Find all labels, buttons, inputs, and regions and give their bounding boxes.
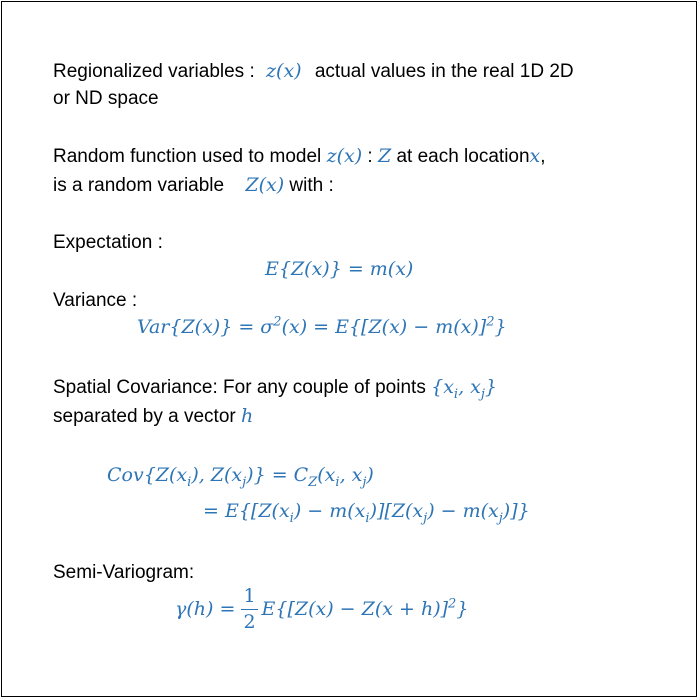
covariance-points-mid: , x [458, 376, 481, 398]
cov-eq2-i: i [289, 510, 294, 526]
semivariogram-fraction: 1 2 [241, 586, 258, 633]
cov-eq1-b: ), Z(x [191, 464, 243, 486]
random-function-comma: , [540, 146, 546, 167]
semivariogram-sup: 2 [448, 596, 457, 612]
semivariogram-equation: γ(h) = 1 2 E{[Z(x) − Z(x + h)]2} [175, 586, 468, 633]
variance-end: } [494, 316, 507, 338]
cov-eq1-z: Z [308, 474, 318, 490]
cov-eq1-i: i [187, 474, 192, 490]
expectation-equation: E{Z(x)} = m(x) [265, 258, 414, 280]
regionalized-line-2: or ND space [53, 88, 159, 109]
semivariogram-rhs: E{[Z(x) − Z(x + h)] [261, 597, 449, 620]
expectation-label: Expectation : [53, 232, 163, 253]
covariance-vector-text: separated by a vector [53, 406, 236, 427]
cov-eq1-c: )} = C [246, 464, 309, 486]
random-function-text-3: is a random variable [53, 175, 225, 196]
covariance-points: {xi, xj} [431, 376, 498, 401]
cov-eq1-i2: i [335, 474, 340, 490]
covariance-points-open: {x [431, 376, 454, 398]
semivariogram-denominator: 2 [243, 610, 256, 633]
cov-eq1-d: (x [317, 464, 336, 486]
regionalized-label: Regionalized variables : [53, 61, 255, 82]
random-function-line-2: is a random variable Z(x) with : [53, 174, 334, 196]
variance-label: Variance : [53, 290, 138, 311]
covariance-points-i: i [453, 386, 459, 402]
semivariogram-label: Semi-Variogram: [53, 562, 195, 583]
cov-eq1-f: ) [366, 464, 374, 486]
covariance-line-2: separated by a vector h [53, 405, 254, 427]
regionalized-symbol: z(x) [266, 60, 302, 82]
cov-eq1-e: , x [339, 464, 363, 486]
random-function-line-1: Random function used to model z(x) : Z a… [53, 145, 546, 167]
cov-eq2-i2: i [365, 510, 370, 526]
semivariogram-end: } [456, 597, 469, 620]
random-function-text-1: Random function used to model [53, 146, 322, 167]
variance-sup-2: 2 [486, 314, 495, 330]
cov-eq2-d: ) − m(x [427, 500, 499, 522]
covariance-label: Spatial Covariance: For any couple of po… [53, 377, 426, 398]
cov-eq2-j: j [423, 510, 428, 526]
variance-rhs: (x) = E{[Z(x) − m(x)] [281, 316, 487, 338]
random-function-sym-4: Z(x) [245, 174, 285, 196]
cov-eq1-a: Cov{Z(x [107, 464, 188, 486]
covariance-equation-1: Cov{Z(xi), Z(xj)} = CZ(xi, xj) [107, 464, 374, 489]
variance-lhs: Var{Z(x)} = σ [137, 316, 274, 338]
cov-eq1-j2: j [362, 474, 367, 490]
regionalized-description: actual values in the real 1D 2D [314, 61, 574, 82]
variance-equation: Var{Z(x)} = σ2(x) = E{[Z(x) − m(x)]2} [137, 314, 507, 338]
covariance-equation-2: = E{[Z(xi) − m(xi)][Z(xj) − m(xj)]} [203, 500, 530, 525]
random-function-text-2: at each location [396, 146, 530, 167]
cov-eq2-a: = E{[Z(x [203, 500, 290, 522]
regionalized-line-1: Regionalized variables : z(x) actual val… [53, 60, 574, 82]
variance-sup: 2 [273, 314, 282, 330]
cov-eq2-b: ) − m(x [293, 500, 366, 522]
random-function-colon: : [367, 146, 373, 167]
random-function-text-4: with : [289, 175, 334, 196]
semivariogram-lhs: γ(h) = [175, 597, 236, 620]
covariance-line-1: Spatial Covariance: For any couple of po… [53, 376, 498, 401]
cov-eq2-j2: j [498, 510, 503, 526]
semivariogram-rhs-group: E{[Z(x) − Z(x + h)]2} [262, 598, 469, 620]
cov-eq2-e: )]} [502, 500, 530, 522]
covariance-points-close: } [484, 376, 498, 398]
cov-eq1-j: j [242, 474, 247, 490]
covariance-points-j: j [480, 386, 485, 402]
semivariogram-numerator: 1 [241, 586, 258, 610]
covariance-vector: h [241, 405, 254, 427]
random-function-sym-2: Z [377, 145, 392, 167]
random-function-sym-3: x [529, 145, 541, 167]
cov-eq2-c: )][Z(x [369, 500, 424, 522]
random-function-sym-1: z(x) [326, 145, 363, 167]
